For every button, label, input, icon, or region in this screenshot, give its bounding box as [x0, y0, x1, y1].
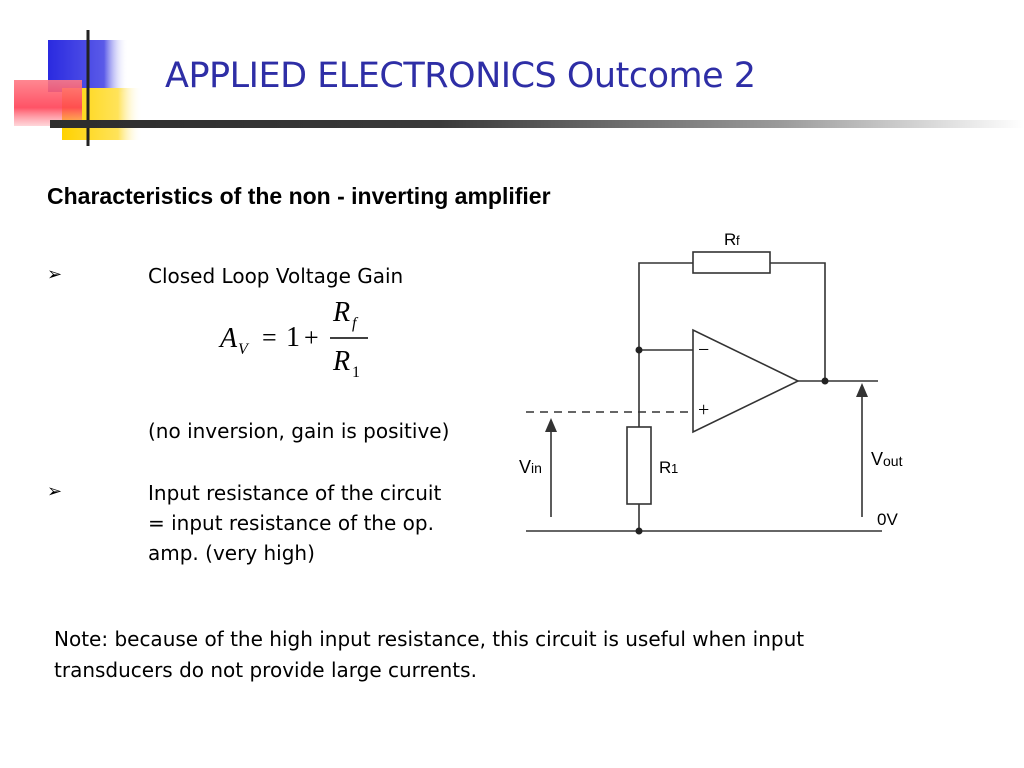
- bullet-text-no-inversion: (no inversion, gain is positive): [148, 416, 449, 446]
- formula-equals: =: [262, 323, 277, 352]
- section-heading: Characteristics of the non - inverting a…: [47, 183, 551, 209]
- note-line: transducers do not provide large current…: [54, 658, 477, 682]
- vout-arrowhead: [856, 383, 868, 397]
- label-rf-main: R: [724, 230, 736, 249]
- note-text: Note: because of the high input resistan…: [54, 624, 944, 686]
- op-amp-plus-symbol: +: [698, 399, 709, 421]
- deco-red-square: [14, 80, 82, 126]
- bullet-line: (no inversion, gain is positive): [148, 419, 450, 443]
- junction-dot-inverting: [635, 346, 643, 354]
- bullet-line: amp. (very high): [148, 541, 315, 565]
- label-vout-main: V: [871, 449, 883, 469]
- formula-denominator-main: R: [332, 346, 350, 377]
- formula-plus: +: [304, 323, 319, 352]
- formula-numerator-main: R: [332, 297, 350, 328]
- bullet-line: Closed Loop Voltage Gain: [148, 264, 404, 288]
- gain-formula: A V = 1 + R f R 1: [218, 297, 368, 381]
- op-amp-triangle: [692, 328, 800, 434]
- label-r1-sub: 1: [671, 461, 678, 476]
- label-r1-main: R: [659, 458, 671, 477]
- note-line: Note: because of the high input resistan…: [54, 627, 805, 651]
- op-amp-minus-symbol: −: [698, 339, 709, 361]
- formula-numerator-sub: f: [352, 315, 359, 332]
- bullet-text-input-resistance: Input resistance of the circuit = input …: [148, 478, 441, 568]
- bullet-line: Input resistance of the circuit: [148, 481, 442, 505]
- non-inverting-amplifier-circuit: − + R f R 1 V in V out 0V: [519, 230, 903, 535]
- label-ground: 0V: [877, 510, 898, 529]
- junction-dot-ground: [635, 527, 643, 535]
- label-vout-sub: out: [883, 453, 903, 469]
- label-rf-sub: f: [736, 233, 740, 248]
- slide-title: APPLIED ELECTRONICS Outcome 2: [165, 56, 756, 96]
- resistor-rf: [692, 251, 771, 274]
- label-vin-main: V: [519, 457, 531, 477]
- bullet-line: = input resistance of the op.: [148, 511, 434, 535]
- vin-arrowhead: [545, 418, 557, 432]
- bullet-text-gain: Closed Loop Voltage Gain: [148, 261, 403, 291]
- corner-decoration: [14, 30, 142, 146]
- formula-denominator-sub: 1: [352, 364, 360, 381]
- label-vin-sub: in: [531, 460, 542, 476]
- junction-dot-output: [821, 377, 829, 385]
- formula-lhs-sub: V: [238, 341, 250, 358]
- bullet-arrow-2: ➢: [47, 481, 63, 502]
- feedback-wire-right: [770, 262, 826, 381]
- formula-lhs-main: A: [218, 323, 238, 354]
- resistor-r1: [626, 426, 652, 505]
- bullet-arrow-1: ➢: [47, 264, 63, 285]
- formula-one: 1: [286, 322, 300, 353]
- title-underline-bar: [50, 120, 1024, 128]
- feedback-wire-left: [638, 262, 693, 350]
